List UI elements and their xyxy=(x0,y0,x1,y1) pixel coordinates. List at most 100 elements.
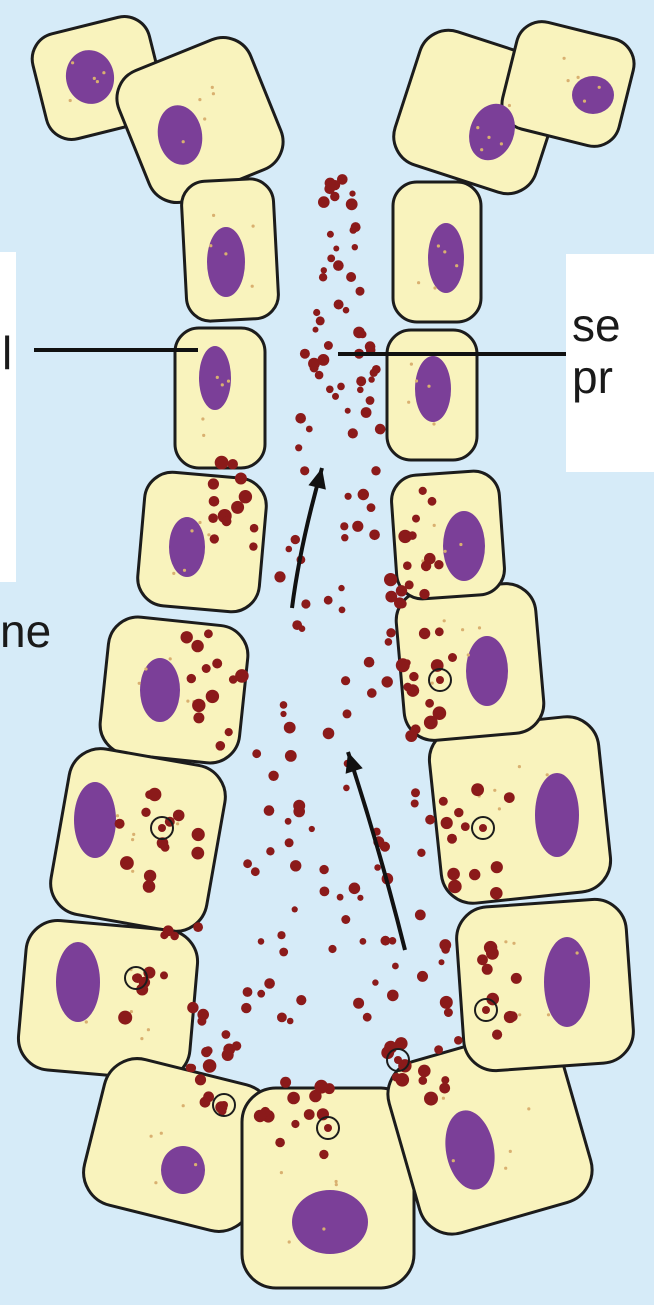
granule xyxy=(454,1036,463,1045)
lumen-granule xyxy=(280,701,288,709)
granule xyxy=(280,1077,291,1088)
granule xyxy=(120,856,134,870)
granule xyxy=(504,1011,516,1023)
speck xyxy=(518,1013,521,1016)
lumen-granule xyxy=(301,599,310,608)
speck xyxy=(144,667,147,670)
speck xyxy=(487,136,490,139)
granule xyxy=(448,880,462,894)
granule xyxy=(471,783,484,796)
speck xyxy=(444,550,447,553)
speck xyxy=(335,1183,338,1186)
lumen-granule xyxy=(268,771,278,781)
label-right-line1: se xyxy=(572,298,621,352)
lumen-granule xyxy=(295,444,302,451)
nucleus-14 xyxy=(466,636,508,706)
granule xyxy=(232,1041,241,1050)
granule xyxy=(425,815,435,825)
granule xyxy=(141,808,150,817)
speck xyxy=(198,521,201,524)
lumen-granule xyxy=(368,376,374,382)
cell-7 xyxy=(46,744,231,937)
granule xyxy=(412,515,420,523)
lumen-granule xyxy=(404,659,411,666)
granule xyxy=(181,631,193,643)
vesicle-core xyxy=(324,1124,332,1132)
granule xyxy=(209,496,220,507)
lumen-granule xyxy=(295,413,306,424)
granule xyxy=(148,788,161,801)
speck xyxy=(203,117,206,120)
speck xyxy=(427,385,430,388)
granule xyxy=(435,627,444,636)
lumen-granule xyxy=(372,365,381,374)
lumen-granule xyxy=(318,196,330,208)
lumen-granule xyxy=(345,408,351,414)
granule xyxy=(208,478,219,489)
granule xyxy=(197,1017,206,1026)
lumen-granule xyxy=(292,906,298,912)
lumen-granule xyxy=(411,800,419,808)
nucleus-9 xyxy=(161,1146,205,1194)
speck xyxy=(410,363,413,366)
granule xyxy=(444,1008,453,1017)
granule xyxy=(425,699,434,708)
nucleus-12 xyxy=(544,937,590,1027)
speck xyxy=(212,92,215,95)
speck xyxy=(69,99,72,102)
granule xyxy=(143,880,156,893)
speck xyxy=(140,1037,143,1040)
lumen-granule xyxy=(348,428,358,438)
lumen-granule xyxy=(326,386,334,394)
speck xyxy=(252,225,255,228)
lumen-granule xyxy=(352,521,363,532)
lumen-granule xyxy=(284,722,296,734)
speck xyxy=(130,1010,133,1013)
speck xyxy=(216,376,219,379)
granule xyxy=(173,810,185,822)
speck xyxy=(443,250,446,253)
lumen-granule xyxy=(361,407,372,418)
lumen-granule xyxy=(222,1030,231,1039)
nucleus-3 xyxy=(207,227,245,297)
granule xyxy=(187,1002,198,1013)
lumen-granule xyxy=(353,998,364,1009)
vesicle-core xyxy=(220,1101,228,1109)
lumen-granule xyxy=(319,865,328,874)
label-left-top: l xyxy=(2,326,12,380)
speck xyxy=(437,244,440,247)
lumen-granule xyxy=(417,849,425,857)
lumen-granule xyxy=(279,948,288,957)
speck xyxy=(288,1240,291,1243)
nucleus-7 xyxy=(74,782,116,858)
lumen-granule xyxy=(332,393,339,400)
speck xyxy=(132,833,135,836)
granule xyxy=(231,501,244,514)
lumen-granule xyxy=(411,686,420,695)
speck xyxy=(85,1020,88,1023)
granule xyxy=(216,741,226,751)
lumen-granule xyxy=(315,371,324,380)
speck xyxy=(93,77,96,80)
lumen-granule xyxy=(327,255,335,263)
lumen-granule xyxy=(251,867,260,876)
speck xyxy=(583,100,586,103)
lumen-granule xyxy=(313,327,319,333)
granule xyxy=(144,870,156,882)
lumen-granule xyxy=(337,894,344,901)
vesicle-core xyxy=(158,824,166,832)
speck xyxy=(433,524,436,527)
lumen-granule xyxy=(277,931,285,939)
speck xyxy=(500,142,503,145)
speck xyxy=(116,814,119,817)
granule xyxy=(192,828,205,841)
speck xyxy=(563,57,566,60)
lumen-granule xyxy=(337,383,345,391)
lumen-granule xyxy=(367,503,376,512)
speck xyxy=(211,86,214,89)
lumen-granule xyxy=(357,387,364,394)
granule xyxy=(291,1120,299,1128)
lumen-granule xyxy=(340,522,348,530)
speck xyxy=(194,1163,197,1166)
granule xyxy=(193,922,203,932)
